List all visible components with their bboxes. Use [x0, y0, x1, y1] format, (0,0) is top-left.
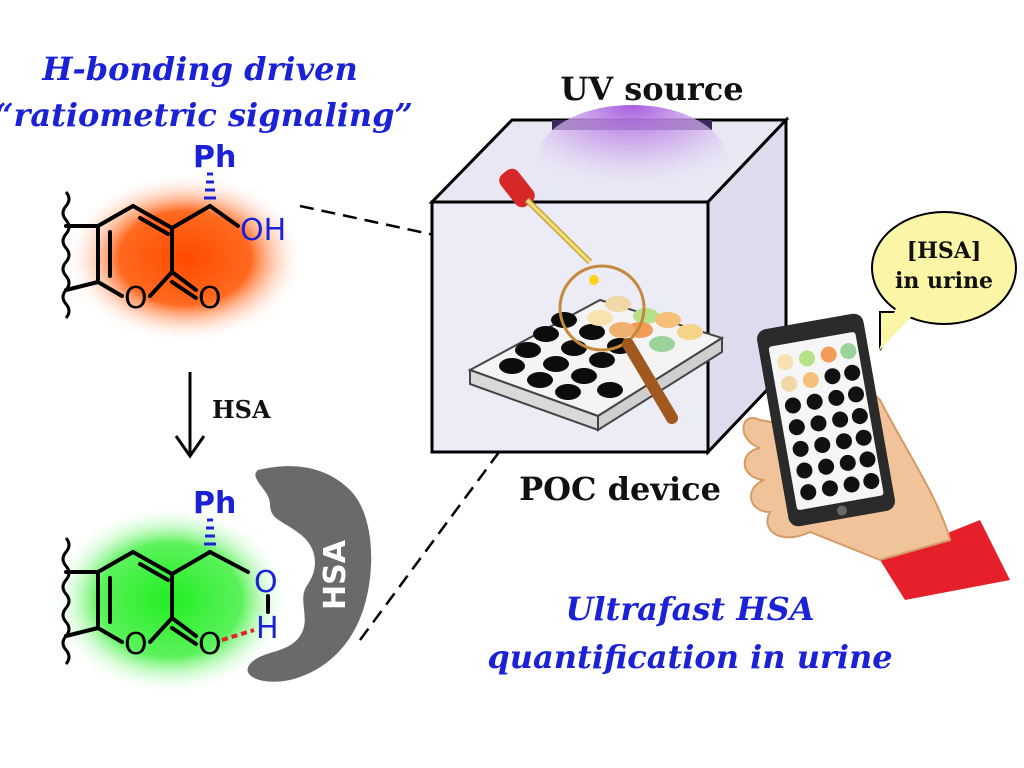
- hand-with-phone: [HSA] in urine: [742, 211, 1017, 600]
- atom-o-ring-bottom: O: [124, 627, 148, 662]
- uv-source-label: UV source: [560, 70, 743, 108]
- orange-glow: [65, 173, 305, 343]
- connector-bottom: [358, 389, 547, 641]
- header-line-1: H-bonding driven: [41, 50, 357, 88]
- poc-device-label: POC device: [519, 470, 721, 508]
- uv-glow: [537, 105, 727, 215]
- atom-ph-bottom: Ph: [193, 486, 236, 521]
- header-line-2: “ratiometric signaling”: [0, 96, 413, 134]
- wavy-bond-top: [61, 191, 71, 319]
- molecule-bottom: HSA Ph O H O O: [50, 466, 372, 695]
- atom-o-carbonyl-top: O: [198, 281, 222, 316]
- hsa-protein-shape: [247, 466, 372, 682]
- footer-line-1: Ultrafast HSA: [565, 590, 814, 628]
- hydrogen-bond: [221, 628, 255, 642]
- footer-line-2: quantification in urine: [487, 638, 892, 676]
- wavy-bond-bottom: [61, 537, 71, 665]
- arrow-label: HSA: [212, 395, 271, 424]
- molecule-top: Ph OH O O: [61, 140, 305, 343]
- magnifier: [558, 264, 678, 424]
- atom-o-hydroxyl-bottom: O: [254, 565, 278, 600]
- reaction-arrow: HSA: [174, 372, 271, 459]
- speech-bubble: [HSA] in urine: [871, 211, 1017, 352]
- phone-wells: [777, 343, 880, 516]
- sleeve: [880, 520, 1010, 600]
- pipette: [499, 168, 599, 285]
- uv-chamber: UV source: [428, 70, 790, 508]
- atom-o-carbonyl-bottom: O: [198, 627, 222, 662]
- hsa-protein-label: HSA: [318, 539, 353, 610]
- arrow-head: [174, 435, 206, 459]
- bubble-line-1: [HSA]: [907, 238, 982, 264]
- well-plate: [467, 296, 725, 432]
- wells-dark: [499, 312, 633, 400]
- atom-oh-top: OH: [240, 213, 286, 248]
- atom-ph-top: Ph: [193, 140, 236, 175]
- bubble-line-2: in urine: [895, 268, 993, 294]
- atom-h-hydroxyl-bottom: H: [256, 611, 279, 646]
- atom-o-ring-top: O: [124, 281, 148, 316]
